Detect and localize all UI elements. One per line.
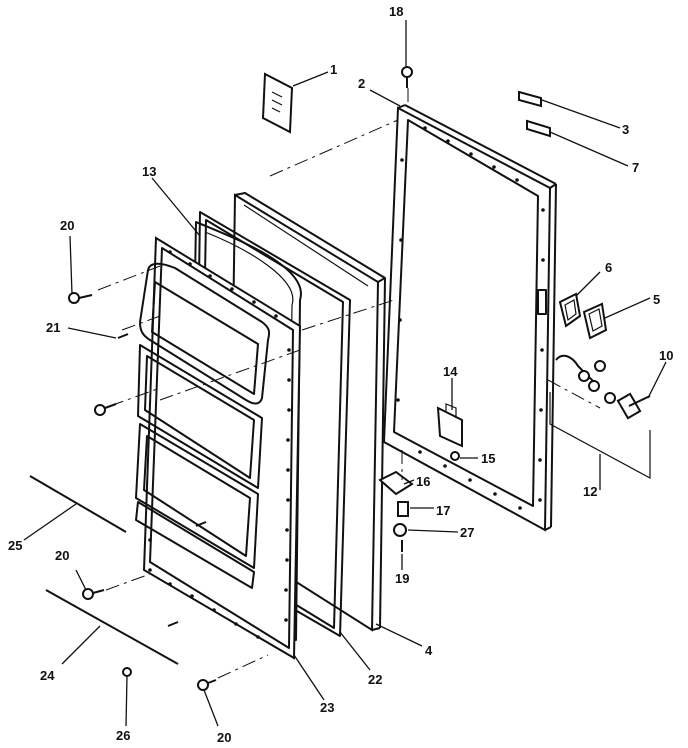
frame-screw-holes [396, 126, 545, 510]
callout-7: 7 [632, 160, 639, 175]
screw-21 [117, 333, 129, 339]
callout-3: 3 [622, 122, 629, 137]
callout-15: 15 [481, 451, 495, 466]
callout-17: 17 [436, 503, 450, 518]
door-frame [382, 104, 557, 532]
callout-5: 5 [653, 292, 660, 307]
callout-19: 19 [395, 571, 409, 586]
callout-6: 6 [605, 260, 612, 275]
leader-lines [23, 20, 667, 727]
hinge-bracket-14 [436, 403, 463, 448]
plug-button-7 [526, 119, 551, 138]
callout-23: 23 [320, 700, 334, 715]
callout-20-top: 20 [60, 218, 74, 233]
lock-bracket-outline [549, 392, 651, 480]
screw-20-bottom [197, 679, 217, 691]
callout-16: 16 [416, 474, 430, 489]
strike-6 [558, 292, 582, 328]
callout-20-bottom: 20 [217, 730, 231, 745]
screw-20-top [68, 292, 93, 304]
callout-14: 14 [443, 364, 458, 379]
callout-26: 26 [116, 728, 130, 743]
screw-20-mid [82, 588, 105, 600]
callout-27: 27 [460, 525, 474, 540]
callout-25: 25 [8, 538, 22, 553]
callout-2: 2 [358, 76, 365, 91]
liner-screw-holes [148, 250, 291, 639]
strike-cover-5 [582, 302, 608, 340]
callout-1: 1 [330, 62, 337, 77]
callout-labels: 1 2 3 4 5 6 7 10 12 13 14 15 16 17 18 19… [8, 4, 673, 745]
callout-21: 21 [46, 320, 60, 335]
callout-13: 13 [142, 164, 156, 179]
screw-26 [122, 667, 132, 677]
alignment-lines [97, 88, 601, 679]
callout-18: 18 [389, 4, 403, 19]
lock-assembly [555, 354, 651, 420]
shelf-bar-24 [45, 589, 179, 665]
callout-10: 10 [659, 348, 673, 363]
hinge-16 [378, 470, 414, 496]
washer-27 [393, 523, 407, 537]
callout-4: 4 [425, 643, 433, 658]
shelf-bar-25 [29, 475, 127, 533]
hinge-pin-17 [397, 501, 409, 517]
callout-20-mid: 20 [55, 548, 69, 563]
screw-18 [401, 66, 413, 88]
plug-button-3 [518, 90, 542, 108]
screw-15 [450, 451, 460, 461]
name-plate [261, 72, 294, 134]
callout-12: 12 [583, 484, 597, 499]
inner-door-liner [135, 236, 302, 660]
callout-24: 24 [40, 668, 55, 683]
callout-22: 22 [368, 672, 382, 687]
